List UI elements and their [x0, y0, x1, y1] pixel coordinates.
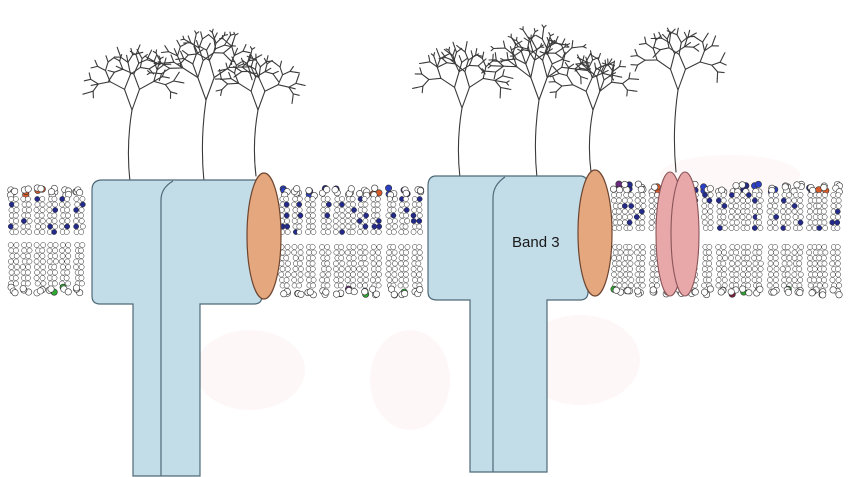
lipid-tail — [398, 196, 410, 288]
lipid-tail — [333, 196, 345, 288]
lipid-head-inner — [295, 290, 305, 297]
lipid-head-outer — [816, 183, 829, 194]
lipid-head-inner — [320, 288, 329, 298]
lipid-bilayer-right — [610, 181, 842, 298]
lipid-tail — [305, 196, 317, 288]
lipid-head-inner — [624, 288, 633, 294]
lipid-tail — [386, 196, 398, 288]
lipid-tail — [34, 196, 46, 286]
lipid-tail — [370, 196, 382, 288]
band3-left-body — [92, 180, 262, 476]
lipid-head-inner — [634, 288, 643, 297]
lipid-head-outer — [415, 187, 424, 195]
lipid-head-inner — [399, 289, 408, 298]
lipid-bilayer-left — [7, 185, 85, 296]
lipid-head-inner — [650, 287, 657, 296]
lipid-tail — [8, 196, 19, 286]
lipid-tail — [73, 196, 85, 286]
carbohydrate-tree — [549, 51, 638, 172]
lipid-bilayer-middle — [279, 185, 424, 298]
lipid-head-inner — [281, 288, 291, 297]
lipid-tail — [20, 196, 32, 286]
band3-dimer-left — [92, 180, 262, 476]
lipid-tail — [634, 192, 646, 288]
lipid-head-outer — [635, 181, 646, 193]
lipid-head-inner — [388, 286, 397, 298]
lipid-tail — [816, 192, 828, 288]
carbohydrate-tree — [215, 54, 305, 176]
peripheral-protein-right — [578, 170, 612, 296]
lipid-head-inner — [20, 285, 32, 295]
lipid-tail — [611, 192, 623, 288]
carbohydrate-tree — [482, 25, 591, 178]
lipid-head-outer — [291, 186, 301, 197]
lipid-head-outer — [34, 185, 45, 194]
lipid-head-inner — [305, 289, 317, 298]
lipid-head-inner — [784, 286, 792, 295]
lipid-head-outer — [332, 186, 341, 196]
lipid-tail — [292, 196, 304, 288]
lipid-tail — [345, 196, 357, 288]
lipid-head-outer — [621, 181, 632, 193]
lipid-tail — [728, 192, 740, 288]
carbohydrate-tree — [631, 28, 726, 172]
lipid-head-inner — [728, 287, 739, 298]
lipid-head-inner — [333, 290, 344, 297]
lipid-tail — [47, 196, 59, 286]
lipid-head-inner — [769, 287, 780, 295]
lipid-head-inner — [795, 287, 803, 296]
lipid-tail — [701, 192, 713, 288]
lipid-tail — [357, 196, 369, 288]
lipid-head-outer — [610, 181, 622, 193]
carbohydrate-tree — [147, 29, 257, 182]
lipid-head-inner — [611, 286, 624, 295]
lipid-tail — [319, 196, 331, 288]
lipid-head-outer — [319, 185, 330, 196]
lipid-tail — [751, 192, 763, 288]
lipid-head-outer — [345, 186, 354, 198]
lipid-tail — [740, 192, 752, 288]
carbohydrate-chains — [83, 25, 726, 182]
lipid-tail — [622, 192, 634, 288]
lipid-head-inner — [345, 286, 357, 295]
lipid-tail — [716, 192, 728, 288]
lipid-tail — [59, 196, 71, 286]
lipid-head-outer — [21, 186, 31, 198]
lipid-head-inner — [34, 286, 46, 296]
band3-label: Band 3 — [512, 234, 560, 251]
lipid-tail — [767, 192, 779, 288]
glycophorin — [656, 172, 699, 296]
lipid-tail — [411, 196, 423, 288]
lipid-tail — [792, 192, 804, 288]
lipid-head-outer — [73, 187, 83, 196]
lipid-head-inner — [46, 286, 57, 295]
lipid-head-inner — [819, 289, 826, 298]
lipid-head-inner — [830, 287, 842, 298]
lipid-head-outer — [370, 185, 382, 198]
lipid-head-inner — [362, 288, 369, 297]
lipid-head-inner — [412, 286, 423, 297]
lipid-tail — [780, 192, 792, 288]
lipid-tail — [830, 192, 842, 288]
lipid-head-inner — [73, 285, 83, 296]
lipid-head-outer — [401, 187, 410, 197]
lipid-head-outer — [48, 185, 58, 198]
peripheral-protein-left — [247, 173, 281, 299]
carbohydrate-tree — [83, 45, 184, 182]
